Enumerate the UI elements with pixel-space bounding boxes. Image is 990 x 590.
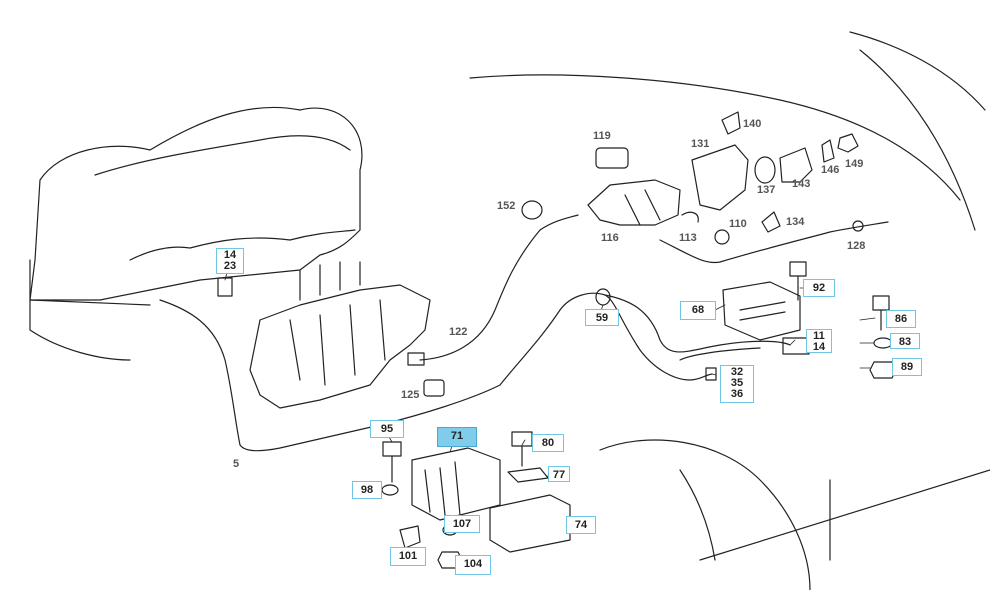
label-110: 110 [729,218,747,230]
connector-122 [407,352,425,366]
label-14-bottom: 14 [812,341,826,353]
part-119 [595,147,629,169]
part-71-ribs [424,461,461,516]
label-128: 128 [847,240,866,252]
label-14-23[interactable]: 14 23 [216,248,244,274]
wheel-arch [679,469,716,561]
label-14-top: 14 [223,249,237,261]
bolt-92 [789,261,807,301]
label-122: 122 [449,326,468,338]
label-68[interactable]: 68 [680,301,716,320]
part-68-slots [739,301,786,321]
label-143: 143 [792,178,811,190]
label-89[interactable]: 89 [892,358,922,376]
engine-block [29,106,363,301]
label-32: 32 [730,366,744,378]
lower-fender [699,469,990,561]
pump-pipes [299,261,361,301]
label-74[interactable]: 74 [566,516,596,534]
label-104[interactable]: 104 [455,555,491,575]
part-131 [691,144,749,211]
part-125 [423,379,445,397]
label-92[interactable]: 92 [803,279,835,297]
injection-pump [249,284,431,409]
label-140: 140 [743,118,762,130]
label-5: 5 [233,458,240,470]
label-11: 11 [813,330,825,342]
part-68 [722,281,801,341]
label-125: 125 [401,389,420,401]
fender-line [859,49,976,231]
label-11-14[interactable]: 11 14 [806,329,832,353]
fender-curve [599,439,811,590]
part-146 [821,139,835,163]
label-98[interactable]: 98 [352,481,382,499]
label-113: 113 [679,232,697,244]
label-152: 152 [497,200,516,212]
hood-outline [469,74,961,201]
label-134: 134 [786,216,805,228]
label-146: 146 [821,164,840,176]
part-134 [761,211,781,233]
bolt-80 [511,431,533,467]
cable-122 [419,214,579,361]
part-152 [521,200,543,220]
label-35: 35 [730,377,744,389]
part-110 [714,229,730,245]
part-116 [587,179,681,226]
label-71-selected[interactable]: 71 [437,427,477,447]
label-86[interactable]: 86 [886,310,916,328]
engine-head [129,229,356,261]
bolt-95 [382,441,402,483]
label-107[interactable]: 107 [444,515,480,533]
pump-detail [289,299,386,386]
part-143 [779,147,813,183]
label-83[interactable]: 83 [890,333,920,349]
cable-128-end [852,220,864,232]
engine-lower [29,299,151,306]
label-149: 149 [845,158,864,170]
label-23: 23 [223,260,237,272]
washer-98 [381,484,399,496]
wiring-harness [159,292,791,452]
bracket-77 [507,467,549,483]
part-149 [837,133,859,153]
part-140 [721,111,741,135]
label-36: 36 [730,388,744,400]
hood-edge [849,31,986,111]
part-74 [489,494,571,553]
engine-cover-ridge [94,135,351,176]
label-116: 116 [601,232,619,244]
part-116-detail [624,189,661,226]
label-101[interactable]: 101 [390,547,426,566]
harness-branch-2 [679,347,761,361]
part-71 [411,447,501,521]
label-32-35-36[interactable]: 32 35 36 [720,365,754,403]
label-77[interactable]: 77 [548,466,570,482]
label-95[interactable]: 95 [370,420,404,438]
part-113 [681,211,699,223]
label-59[interactable]: 59 [585,309,619,326]
connector-32 [705,367,717,381]
label-80[interactable]: 80 [532,434,564,452]
engine-base [29,259,131,361]
label-119: 119 [593,130,611,142]
label-137: 137 [757,184,776,196]
clip-101 [399,525,421,549]
cable-128 [659,221,889,264]
label-131: 131 [691,138,710,150]
connector-14-23 [217,277,233,297]
part-137 [754,156,776,184]
